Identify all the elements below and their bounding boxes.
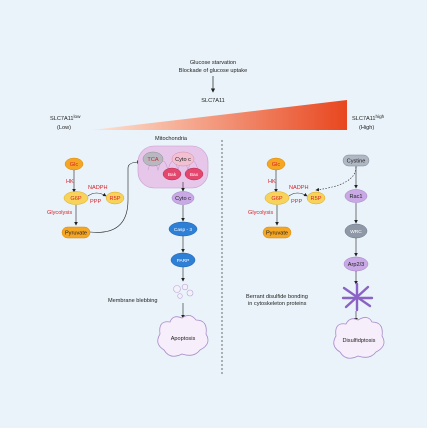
- disulfidptosis-cell-icon: [333, 317, 385, 359]
- cystine-to-nadph-dashed-arrow: [315, 166, 357, 192]
- left-g6p-node: [63, 191, 89, 205]
- right-disulfidptosis-pathway: Cystine Rac1 WRC Arp2/3 Berrant disulfid…: [246, 154, 385, 359]
- apoptosis-label: Apoptosis: [171, 336, 196, 342]
- tca-label: TCA: [147, 157, 158, 163]
- right-slc7a11-label: SLC7A11high: [352, 114, 385, 122]
- pyruvate-to-tca-arrow: [89, 160, 141, 233]
- blebbing-label: Membrane blebbing: [108, 298, 157, 304]
- cyto-c-node: [171, 191, 195, 205]
- bax-label: Bax: [190, 172, 199, 178]
- left-r5p-node: [105, 191, 125, 205]
- bak-node: [162, 167, 182, 181]
- tca-node: [142, 151, 164, 167]
- right-r5p-node: [306, 191, 326, 205]
- left-glc-label: Glc: [70, 162, 79, 168]
- right-hk-label: HK: [268, 179, 276, 185]
- mitochondria-title: Mitochondria: [155, 136, 188, 142]
- apoptosis-cell-icon: [157, 315, 209, 357]
- left-slc7a11-label: SLC7A11low: [50, 114, 81, 122]
- cytoskeleton-filaments-icon: [341, 282, 374, 312]
- right-glycolysis-module: Glc HK G6P NADPH PPP R5P Glycolysis Pyru…: [248, 157, 326, 239]
- title-line-1: Glucose starvation: [190, 60, 236, 66]
- cystine-label: Cystine: [347, 159, 366, 165]
- left-r5p-label: R5P: [110, 196, 121, 202]
- mitochondria-module: Mitochondria TCA Cyto c Bak Bax: [137, 136, 209, 189]
- right-glc-label: Glc: [272, 162, 281, 168]
- right-ppp-label: PPP: [291, 199, 302, 205]
- left-apoptosis-pathway: Cyto c Casp - 3 PARP Membrane blebbing A…: [108, 182, 209, 357]
- arp23-label: Arp2/3: [348, 262, 364, 268]
- right-pyruvate-label: Pyruvate: [266, 231, 288, 237]
- left-g6p-label: G6P: [70, 196, 81, 202]
- right-g6p-label: G6P: [271, 196, 282, 202]
- disulfidptosis-label: Disulfidptosis: [343, 338, 376, 344]
- left-pyruvate-label: Pyruvate: [65, 231, 87, 237]
- mito-cyto-c-label: Cyto c: [175, 157, 191, 163]
- bak-label: Bak: [168, 172, 177, 178]
- casp3-label: Casp - 3: [174, 227, 192, 233]
- mitochondria-shape: [137, 145, 209, 189]
- right-r5p-label: R5P: [311, 196, 322, 202]
- left-nadph-label: NADPH: [88, 185, 108, 191]
- right-g6p-node: [264, 191, 290, 205]
- right-ppp-arrow: [288, 192, 308, 197]
- right-pyruvate-node: [262, 226, 292, 239]
- left-hk-label: HK: [66, 179, 74, 185]
- right-glycolysis-label: Glycolysis: [248, 210, 273, 216]
- cyto-c-label: Cyto c: [175, 196, 191, 202]
- parp-label: PARP: [177, 258, 190, 264]
- left-level-label: (Low): [57, 125, 71, 131]
- left-pyruvate-node: [61, 226, 91, 239]
- title-line-2: Blockade of glucose uptake: [179, 68, 247, 74]
- right-nadph-label: NADPH: [289, 185, 309, 191]
- left-glycolysis-module: Glc HK G6P NADPH PPP R5P Glycolysis Pyru…: [47, 157, 141, 239]
- bax-node: [184, 167, 204, 181]
- right-level-label: (High): [359, 125, 374, 131]
- bonding-label-line-2: in cytoskeleton proteins: [248, 301, 307, 307]
- expression-gradient-wedge: [92, 100, 347, 130]
- mito-cyto-c-node: [171, 151, 195, 167]
- bonding-label-line-1: Berrant disulfide bonding: [246, 294, 308, 300]
- left-glycolysis-label: Glycolysis: [47, 210, 72, 216]
- blebbing-bubbles-icon: [173, 283, 194, 299]
- left-ppp-label: PPP: [90, 199, 101, 205]
- wrc-label: WRC: [350, 229, 362, 235]
- left-ppp-arrow: [87, 192, 107, 197]
- slc7a11-center-label: SLC7A11: [201, 98, 225, 104]
- rac1-label: Rac1: [349, 194, 362, 200]
- rac1-node: [344, 189, 368, 203]
